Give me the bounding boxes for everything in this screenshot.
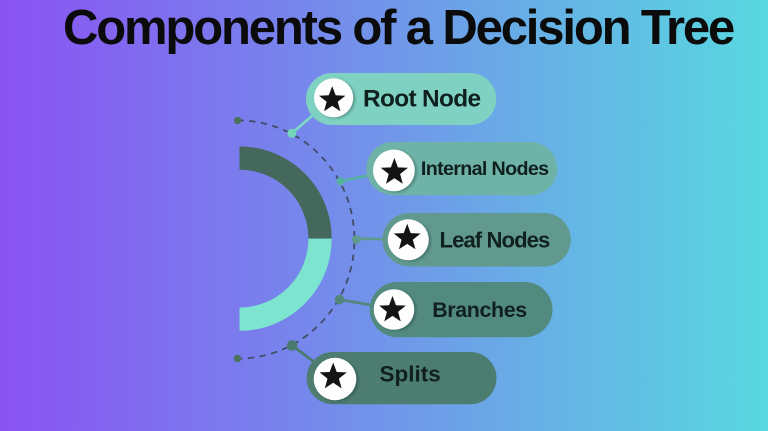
svg-text:Root Node: Root Node (363, 86, 481, 113)
svg-text:Splits: Splits (380, 362, 441, 387)
svg-text:Leaf Nodes: Leaf Nodes (440, 228, 551, 253)
svg-text:Branches: Branches (432, 298, 527, 322)
svg-text:Internal Nodes: Internal Nodes (421, 158, 549, 180)
